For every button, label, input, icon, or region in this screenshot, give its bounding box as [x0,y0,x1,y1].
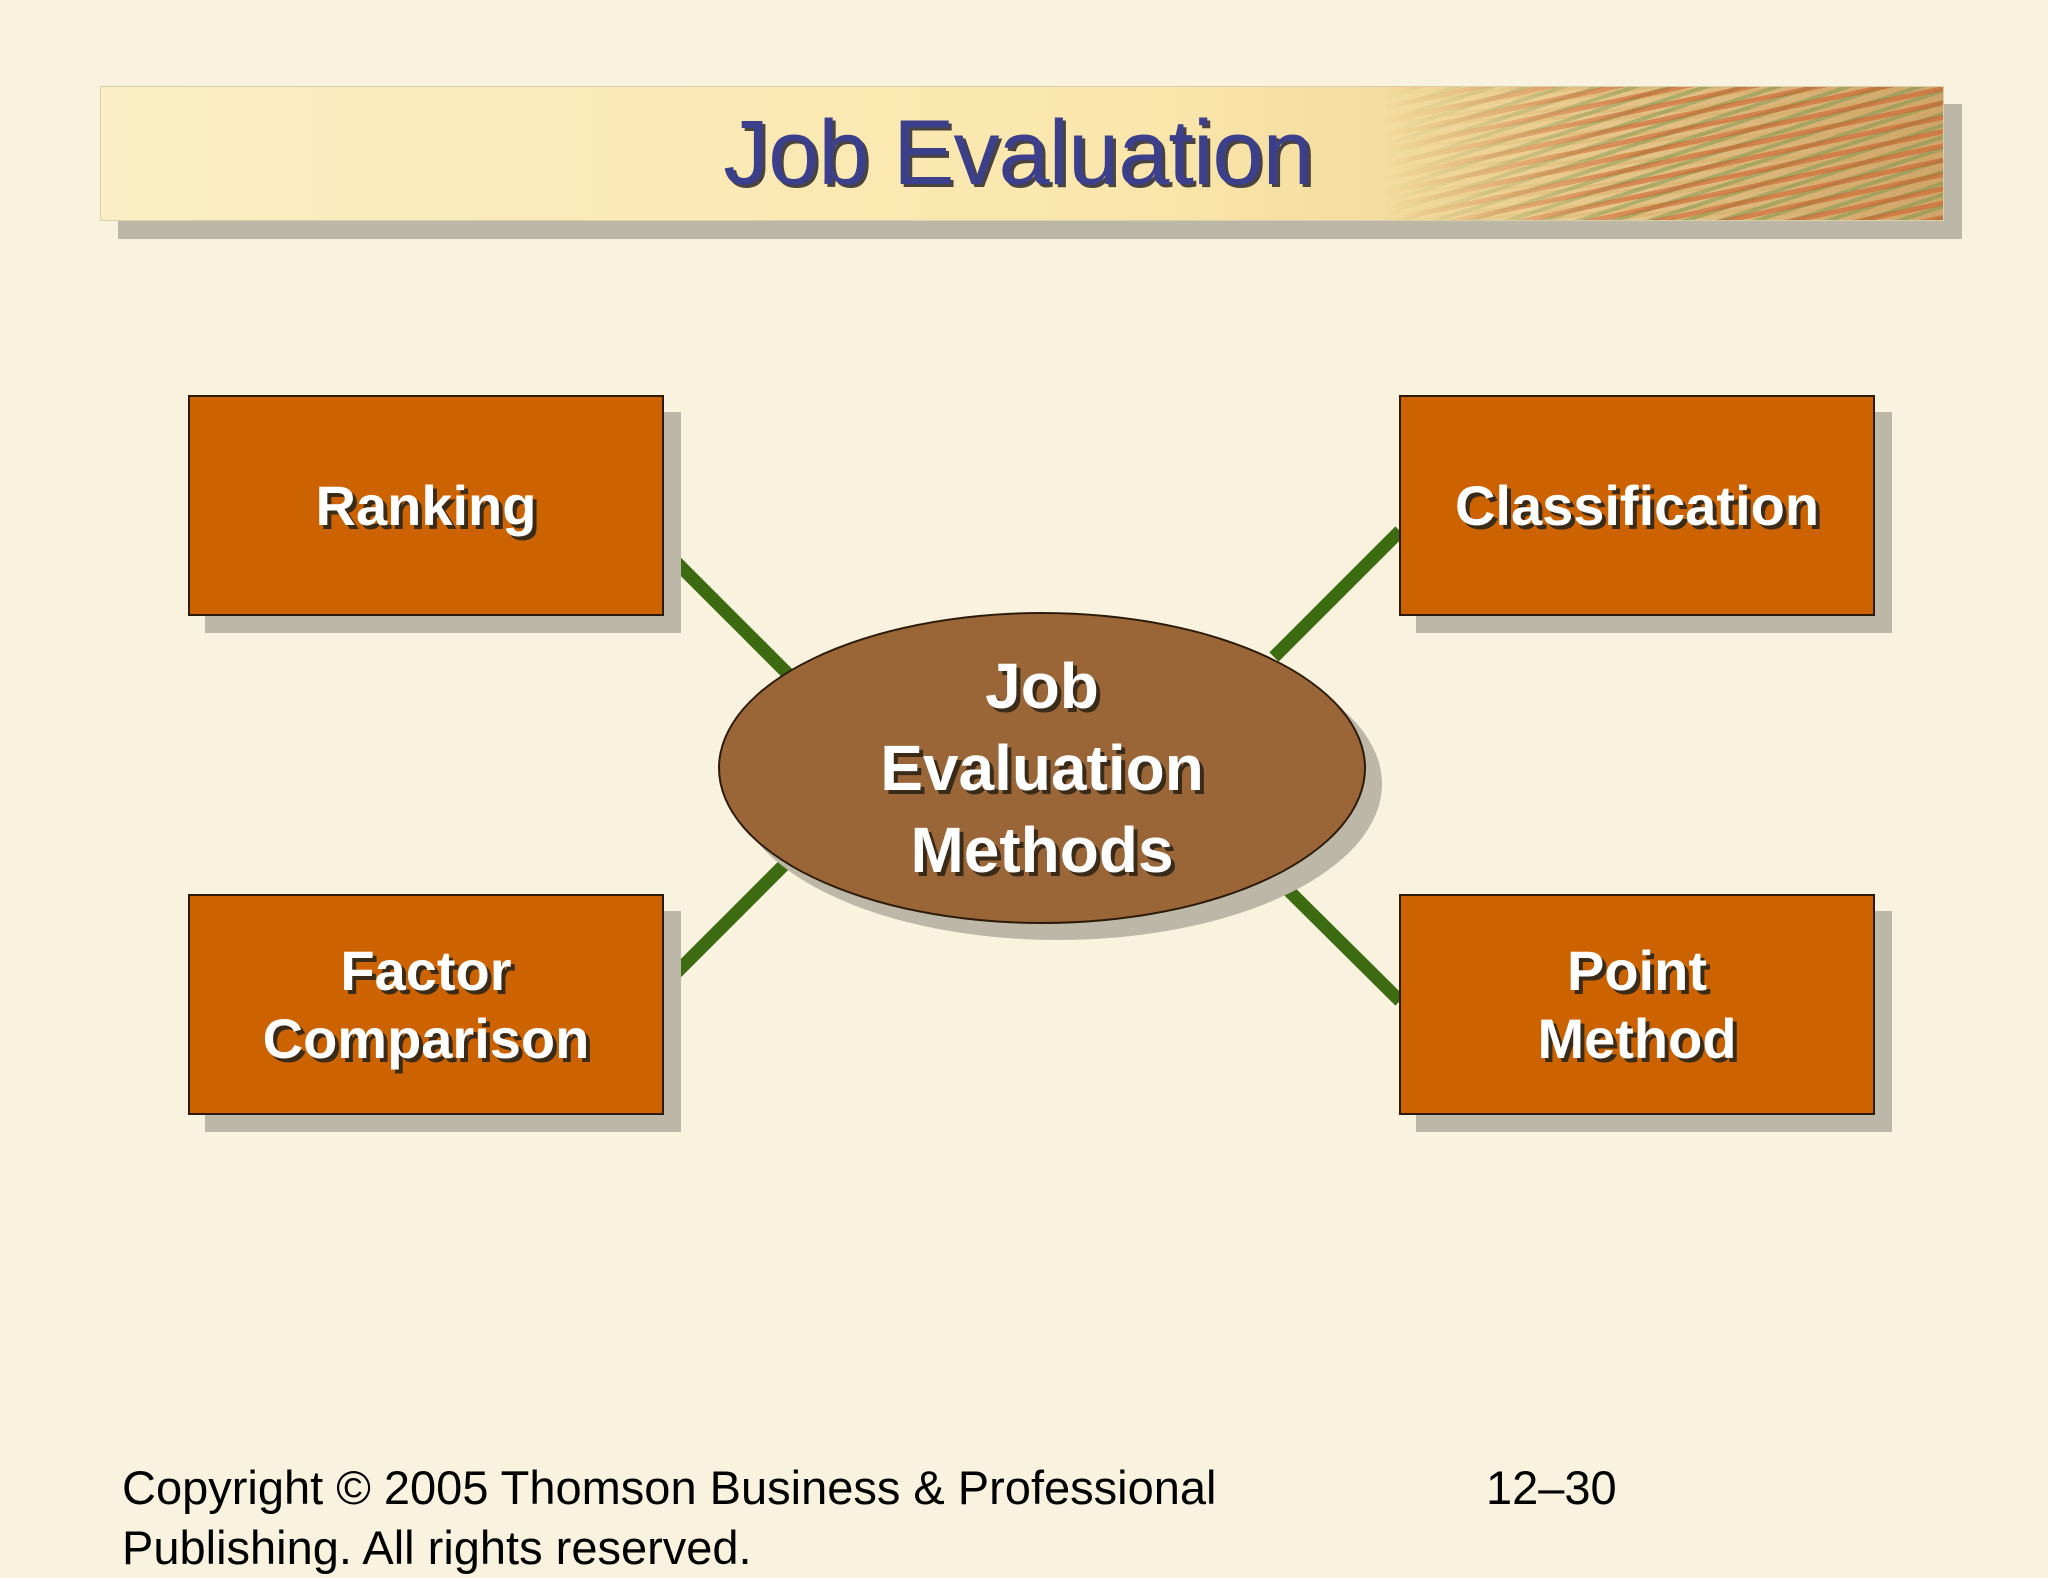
method-label-ranking: Ranking [315,473,537,537]
connector-top-right [1269,526,1405,662]
connector-top-left [661,547,795,681]
method-label-point-method: Point Method [1537,938,1737,1070]
footer-copyright: Copyright © 2005 Thomson Business & Prof… [122,1461,1217,1574]
slide-title: Job Evaluation [723,102,1314,204]
method-box-factor-comparison: Factor Comparison [188,894,664,1115]
method-label-factor-comparison: Factor Comparison [262,938,590,1070]
title-texture [1383,87,1943,220]
method-box-ranking: Ranking [188,395,664,616]
center-label: Job Evaluation Methods [880,650,1204,886]
method-box-point-method: Point Method [1399,894,1875,1115]
slide-number: 12–30 [1486,1461,1617,1514]
method-label-classification: Classification [1454,473,1820,537]
method-box-classification: Classification [1399,395,1875,616]
connector-bottom-right [1269,871,1405,1006]
title-banner: Job Evaluation [100,86,1944,221]
center-ellipse: Job Evaluation Methods [718,612,1366,924]
connector-bottom-left [661,854,795,988]
diagram-connectors [661,526,1405,1006]
